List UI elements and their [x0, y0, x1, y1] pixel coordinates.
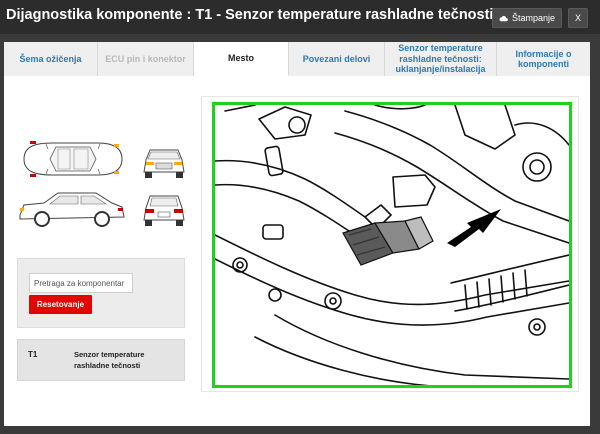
print-button[interactable]: Štampanje [492, 8, 562, 28]
content-panel: Šema ožičenja ECU pin i konektor Mesto P… [4, 42, 590, 426]
tab-component-info[interactable]: Informacije o komponenti [497, 42, 590, 76]
tab-wiring-diagram[interactable]: Šema ožičenja [4, 42, 98, 76]
component-code: T1 [28, 350, 38, 359]
print-label: Štampanje [511, 13, 556, 23]
location-diagram-frame [201, 96, 579, 392]
close-button[interactable]: X [568, 8, 588, 28]
title-bar: Dijagnostika komponente : T1 - Senzor te… [0, 0, 600, 34]
tab-related-parts[interactable]: Povezani delovi [289, 42, 385, 76]
tab-bar: Šema ožičenja ECU pin i konektor Mesto P… [4, 42, 590, 76]
component-search-panel: Pretraga za komponentar Resetovanje [17, 258, 185, 328]
component-name: Senzor temperature rashladne tečnosti [74, 350, 145, 370]
car-rear-view[interactable] [140, 188, 188, 230]
location-diagram [212, 102, 572, 388]
tab-ecu-pin-connector: ECU pin i konektor [98, 42, 194, 76]
engine-bay-illustration [215, 105, 569, 385]
component-list-item[interactable]: T1 Senzor temperature rashladne tečnosti [17, 339, 185, 381]
coolant-sensor-shape [342, 216, 434, 266]
tab-location[interactable]: Mesto [194, 42, 289, 76]
car-top-view[interactable] [16, 138, 128, 180]
window-title: Dijagnostika komponente : T1 - Senzor te… [6, 7, 494, 23]
cloud-icon [499, 15, 508, 21]
car-front-view[interactable] [140, 142, 188, 182]
location-arrow-icon [447, 209, 501, 247]
car-side-view[interactable] [16, 187, 128, 231]
reset-button[interactable]: Resetovanje [29, 295, 92, 314]
component-search-input[interactable]: Pretraga za komponentar [29, 273, 133, 293]
tab-removal-installation[interactable]: Senzor temperature rashladne tečnosti: u… [385, 42, 497, 76]
